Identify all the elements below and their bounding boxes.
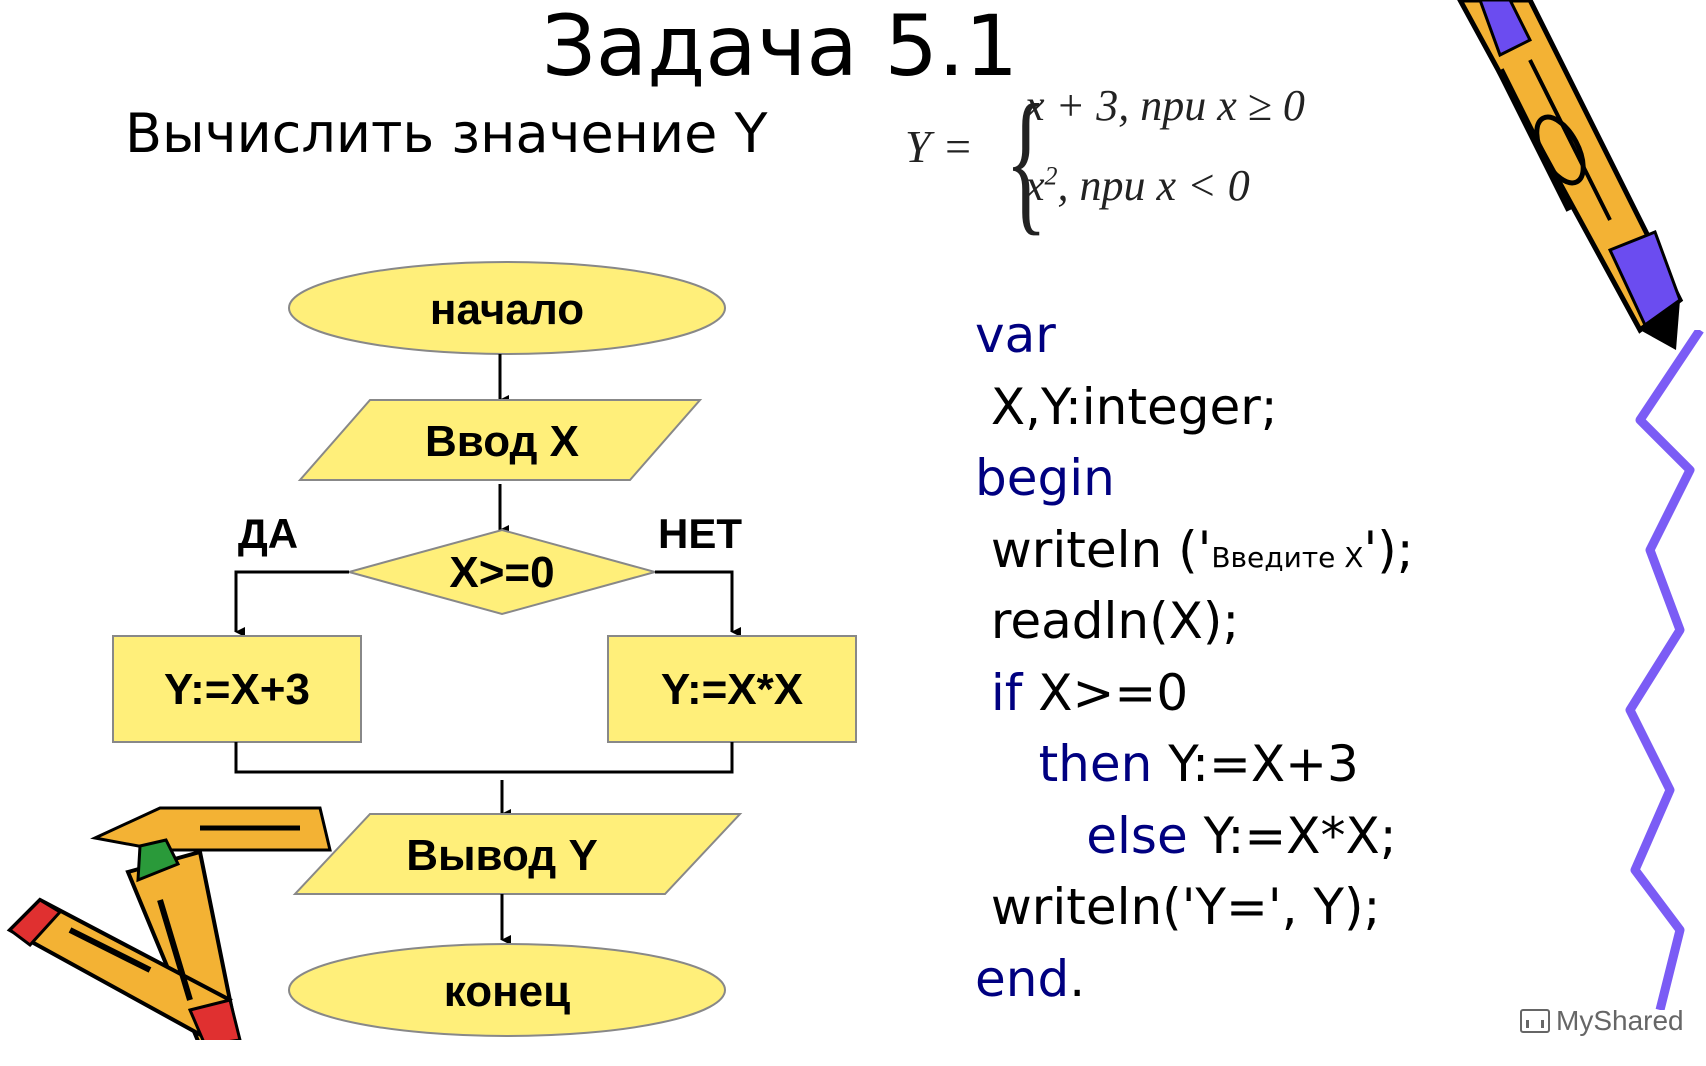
code-line-1: var: [975, 300, 1414, 372]
task-statement: Вычислить значение Y: [125, 102, 768, 165]
condition-label: X>=0: [449, 548, 554, 597]
code-line-4-pre: writeln (': [975, 520, 1212, 579]
piecewise-formula: Y = { x + 3, при x ≥ 0 x2, при x < 0: [905, 80, 1355, 240]
merge-line: [234, 742, 734, 774]
no-branch-line: [655, 570, 741, 637]
input-parallelogram: [297, 399, 703, 481]
code-line-7-rest: Y:=X+3: [1152, 735, 1359, 793]
keyword-then: then: [1038, 735, 1153, 793]
flowchart: начало Ввод X X>=0 ДА НЕТ Y:=X+3 Y:=X*X …: [6, 261, 857, 1040]
code-line-8: else Y:=X*X;: [975, 801, 1414, 873]
output-parallelogram: [292, 813, 743, 895]
yes-action-label: Y:=X+3: [164, 665, 310, 714]
code-line-2: X,Y:integer;: [975, 377, 1278, 436]
code-line-6: if X>=0: [975, 658, 1414, 730]
watermark-text: MyShared: [1556, 1005, 1684, 1036]
code-line-7: then Y:=X+3: [975, 729, 1414, 801]
pencils-icon: [6, 806, 332, 1040]
output-label: Вывод Y: [406, 831, 598, 880]
code-line-3: begin: [975, 443, 1414, 515]
keyword-end: end: [975, 949, 1070, 1008]
formula-case-1: x + 3, при x ≥ 0: [1025, 81, 1305, 130]
formula-lhs: Y =: [905, 121, 974, 172]
code-line-4-post: ');: [1363, 520, 1414, 579]
code-line-5: readln(X);: [975, 592, 1240, 650]
pencil-icon: [1457, 0, 1684, 350]
end-terminal: [288, 943, 726, 1037]
monitor-icon: [1520, 1009, 1550, 1033]
start-terminal: [288, 261, 726, 355]
formula-case-2-condition: , при x < 0: [1057, 161, 1250, 210]
yes-label: ДА: [238, 510, 298, 557]
pascal-code-block: var X,Y:integer; begin writeln ('Введите …: [975, 300, 1414, 1015]
code-line-9: writeln('Y=', Y);: [975, 878, 1381, 936]
keyword-if: if: [975, 663, 1023, 722]
keyword-begin: begin: [975, 449, 1115, 507]
curly-brace-icon: {: [1005, 71, 1048, 249]
indent: [975, 735, 1039, 793]
keyword-else: else: [1086, 806, 1188, 865]
code-line-10: end.: [975, 944, 1414, 1016]
code-line-6-rest: X>=0: [1022, 663, 1189, 722]
start-label: начало: [430, 285, 584, 334]
code-line-8-rest: Y:=X*X;: [1187, 806, 1397, 865]
prompt-string: Введите X: [1211, 540, 1364, 574]
condition-diamond: [345, 528, 659, 616]
formula-case-2-exponent: 2: [1044, 161, 1058, 191]
code-line-4: writeln ('Введите X');: [975, 515, 1414, 587]
squiggle-line: [1625, 330, 1704, 1010]
yes-branch-line: [234, 570, 349, 637]
slide-title: Задача 5.1: [541, 0, 1019, 95]
watermark-logo: MyShared: [1520, 1005, 1684, 1037]
indent: [975, 807, 1086, 865]
keyword-var: var: [975, 306, 1056, 364]
input-label: Ввод X: [425, 417, 579, 466]
no-action-label: Y:=X*X: [661, 665, 803, 714]
no-label: НЕТ: [658, 510, 742, 557]
code-line-10-rest: .: [1069, 949, 1086, 1008]
formula-case-2: x2, при x < 0: [1025, 160, 1250, 211]
end-label: конец: [444, 967, 570, 1016]
formula-case-2-base: x: [1025, 161, 1045, 210]
